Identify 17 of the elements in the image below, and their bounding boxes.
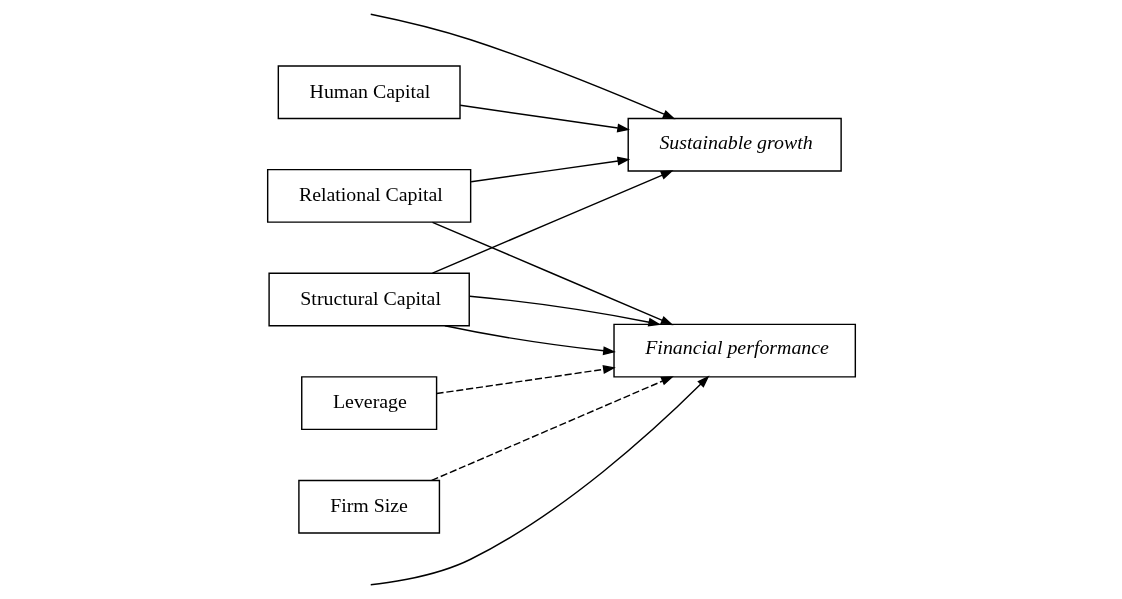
arrow <box>435 365 616 395</box>
arrow <box>369 13 676 120</box>
arrow <box>468 295 661 327</box>
arrow <box>431 170 674 274</box>
node-box: Human Capital <box>277 65 461 120</box>
arrow <box>369 375 709 586</box>
arrow <box>430 376 674 482</box>
node-box: Financial performance <box>612 323 856 378</box>
node-box: Structural Capital <box>267 272 470 327</box>
arrow <box>459 104 630 133</box>
node-box: Sustainable growth <box>627 117 842 172</box>
node-box: Relational Capital <box>266 168 471 223</box>
arrow <box>469 156 630 183</box>
node-box: Firm Size <box>297 479 440 534</box>
arrow <box>443 325 616 356</box>
node-box: Leverage <box>300 376 437 431</box>
arrow <box>431 221 674 326</box>
